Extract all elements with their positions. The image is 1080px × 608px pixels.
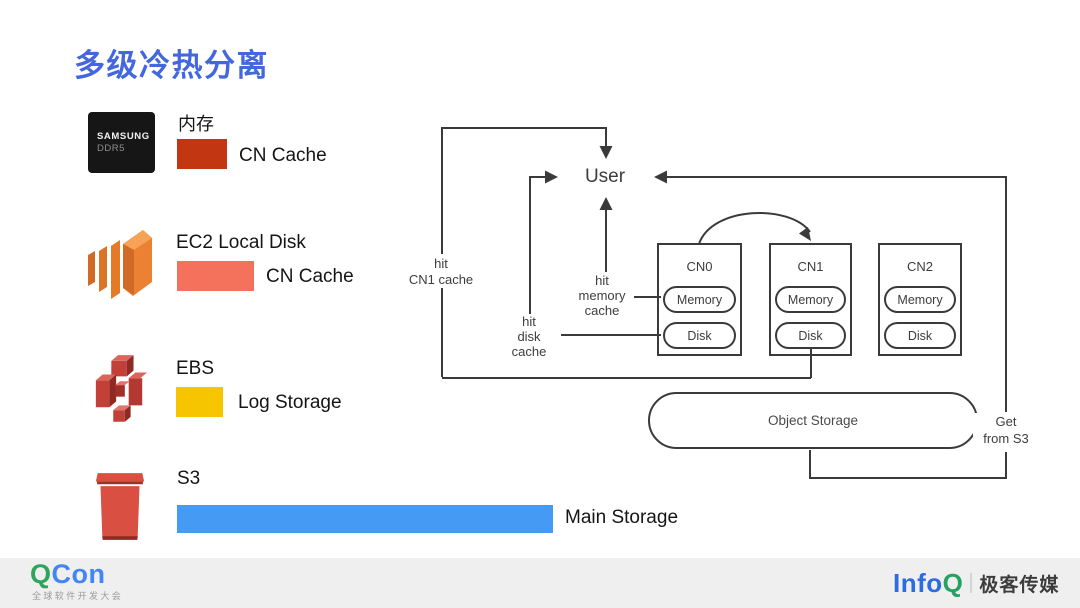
infoq-info: Info — [893, 567, 943, 598]
cn-cache-disk-swatch — [177, 261, 254, 291]
infoq-brand-label: 极客传媒 — [979, 574, 1060, 596]
cn2-memory-pill: Memory — [884, 286, 956, 313]
cn0-node: CN0 Memory Disk — [657, 243, 742, 356]
qcon-logo: QCon 全球软件开发大会 — [30, 561, 123, 602]
main-storage-label: Main Storage — [565, 507, 679, 528]
hit-memory-cache-label: hit memory cache — [570, 273, 634, 318]
cn1-title: CN1 — [797, 259, 824, 274]
infoq-logo: InfoQ 极客传媒 — [893, 558, 1059, 608]
cn-cache-disk-label: CN Cache — [266, 266, 354, 287]
log-storage-label: Log Storage — [238, 392, 342, 413]
user-node-label: User — [568, 166, 642, 188]
page-title: 多级冷热分离 — [74, 48, 269, 83]
aws-ec2-icon — [88, 230, 152, 299]
footer-bar: QCon 全球软件开发大会 InfoQ 极客传媒 — [0, 558, 1080, 608]
qcon-con: Con — [51, 559, 106, 589]
footer-divider — [970, 573, 973, 593]
cn1-node: CN1 Memory Disk — [769, 243, 852, 356]
cn1-memory-pill: Memory — [775, 286, 846, 313]
chip-brand-text: SAMSUNG — [97, 130, 150, 142]
qcon-subtitle: 全球软件开发大会 — [32, 591, 124, 601]
infoq-q: Q — [942, 567, 964, 598]
qcon-q: Q — [30, 559, 52, 589]
chip-model-text: DDR5 — [97, 142, 125, 154]
s3-legend-label: S3 — [177, 468, 201, 489]
hit-disk-cache-label: hit disk cache — [497, 314, 561, 359]
ec2-legend-label: EC2 Local Disk — [176, 232, 306, 253]
aws-ebs-icon — [95, 355, 148, 422]
get-from-s3-label: Get from S3 — [973, 413, 1039, 447]
cn2-node: CN2 Memory Disk — [878, 243, 962, 356]
aws-s3-icon — [95, 473, 145, 540]
cn-cache-memory-swatch — [177, 139, 227, 169]
qcon-logo-text: QCon — [30, 561, 123, 588]
log-storage-swatch — [176, 387, 223, 417]
memory-legend-label: 内存 — [178, 114, 214, 134]
object-storage-node: Object Storage — [648, 392, 978, 449]
cn0-disk-pill: Disk — [663, 322, 736, 349]
cn0-memory-pill: Memory — [663, 286, 736, 313]
infoq-logo-text: InfoQ — [893, 568, 963, 599]
hit-cn1-cache-label: hit CN1 cache — [394, 256, 488, 288]
cn2-disk-pill: Disk — [884, 322, 956, 349]
cn1-disk-pill: Disk — [775, 322, 846, 349]
samsung-ddr5-chip-icon: SAMSUNG DDR5 — [88, 112, 155, 173]
cn-cache-memory-label: CN Cache — [239, 145, 327, 166]
cn0-title: CN0 — [686, 259, 713, 274]
main-storage-bar — [177, 505, 553, 533]
ebs-legend-label: EBS — [176, 358, 215, 379]
cn2-title: CN2 — [906, 259, 933, 274]
